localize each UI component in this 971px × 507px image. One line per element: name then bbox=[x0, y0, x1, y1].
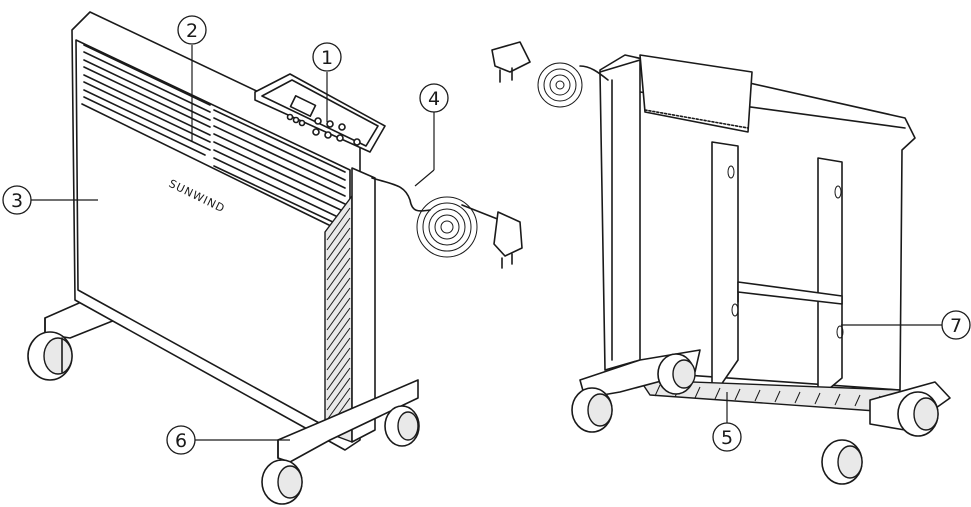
heater-body bbox=[71, 11, 361, 451]
callout-1: 1 bbox=[312, 42, 342, 122]
air-outlet-grille bbox=[81, 44, 346, 229]
rear-view-heater bbox=[491, 41, 951, 485]
callout-6-label: 6 bbox=[175, 430, 187, 452]
callout-1-label: 1 bbox=[321, 47, 333, 69]
callout-2-label: 2 bbox=[186, 20, 198, 42]
callout-3: 3 bbox=[2, 185, 98, 215]
control-panel bbox=[254, 73, 386, 153]
side-grille bbox=[324, 195, 353, 443]
rear-power-cord bbox=[491, 41, 609, 108]
callout-7-label: 7 bbox=[950, 315, 962, 337]
callout-2: 2 bbox=[177, 15, 207, 142]
callout-4: 4 bbox=[414, 83, 449, 187]
front-view-heater: SUNWIND bbox=[27, 11, 523, 505]
callout-4-label: 4 bbox=[428, 88, 440, 110]
callout-5: 5 bbox=[712, 392, 742, 452]
callout-5-label: 5 bbox=[721, 427, 733, 449]
wall-mount-bracket bbox=[711, 141, 844, 399]
callout-3-label: 3 bbox=[11, 190, 23, 212]
rear-view-feet bbox=[571, 349, 951, 485]
power-cord bbox=[371, 177, 523, 269]
callout-6: 6 bbox=[166, 425, 290, 455]
callout-7: 7 bbox=[841, 310, 971, 340]
front-foot bbox=[261, 379, 420, 505]
